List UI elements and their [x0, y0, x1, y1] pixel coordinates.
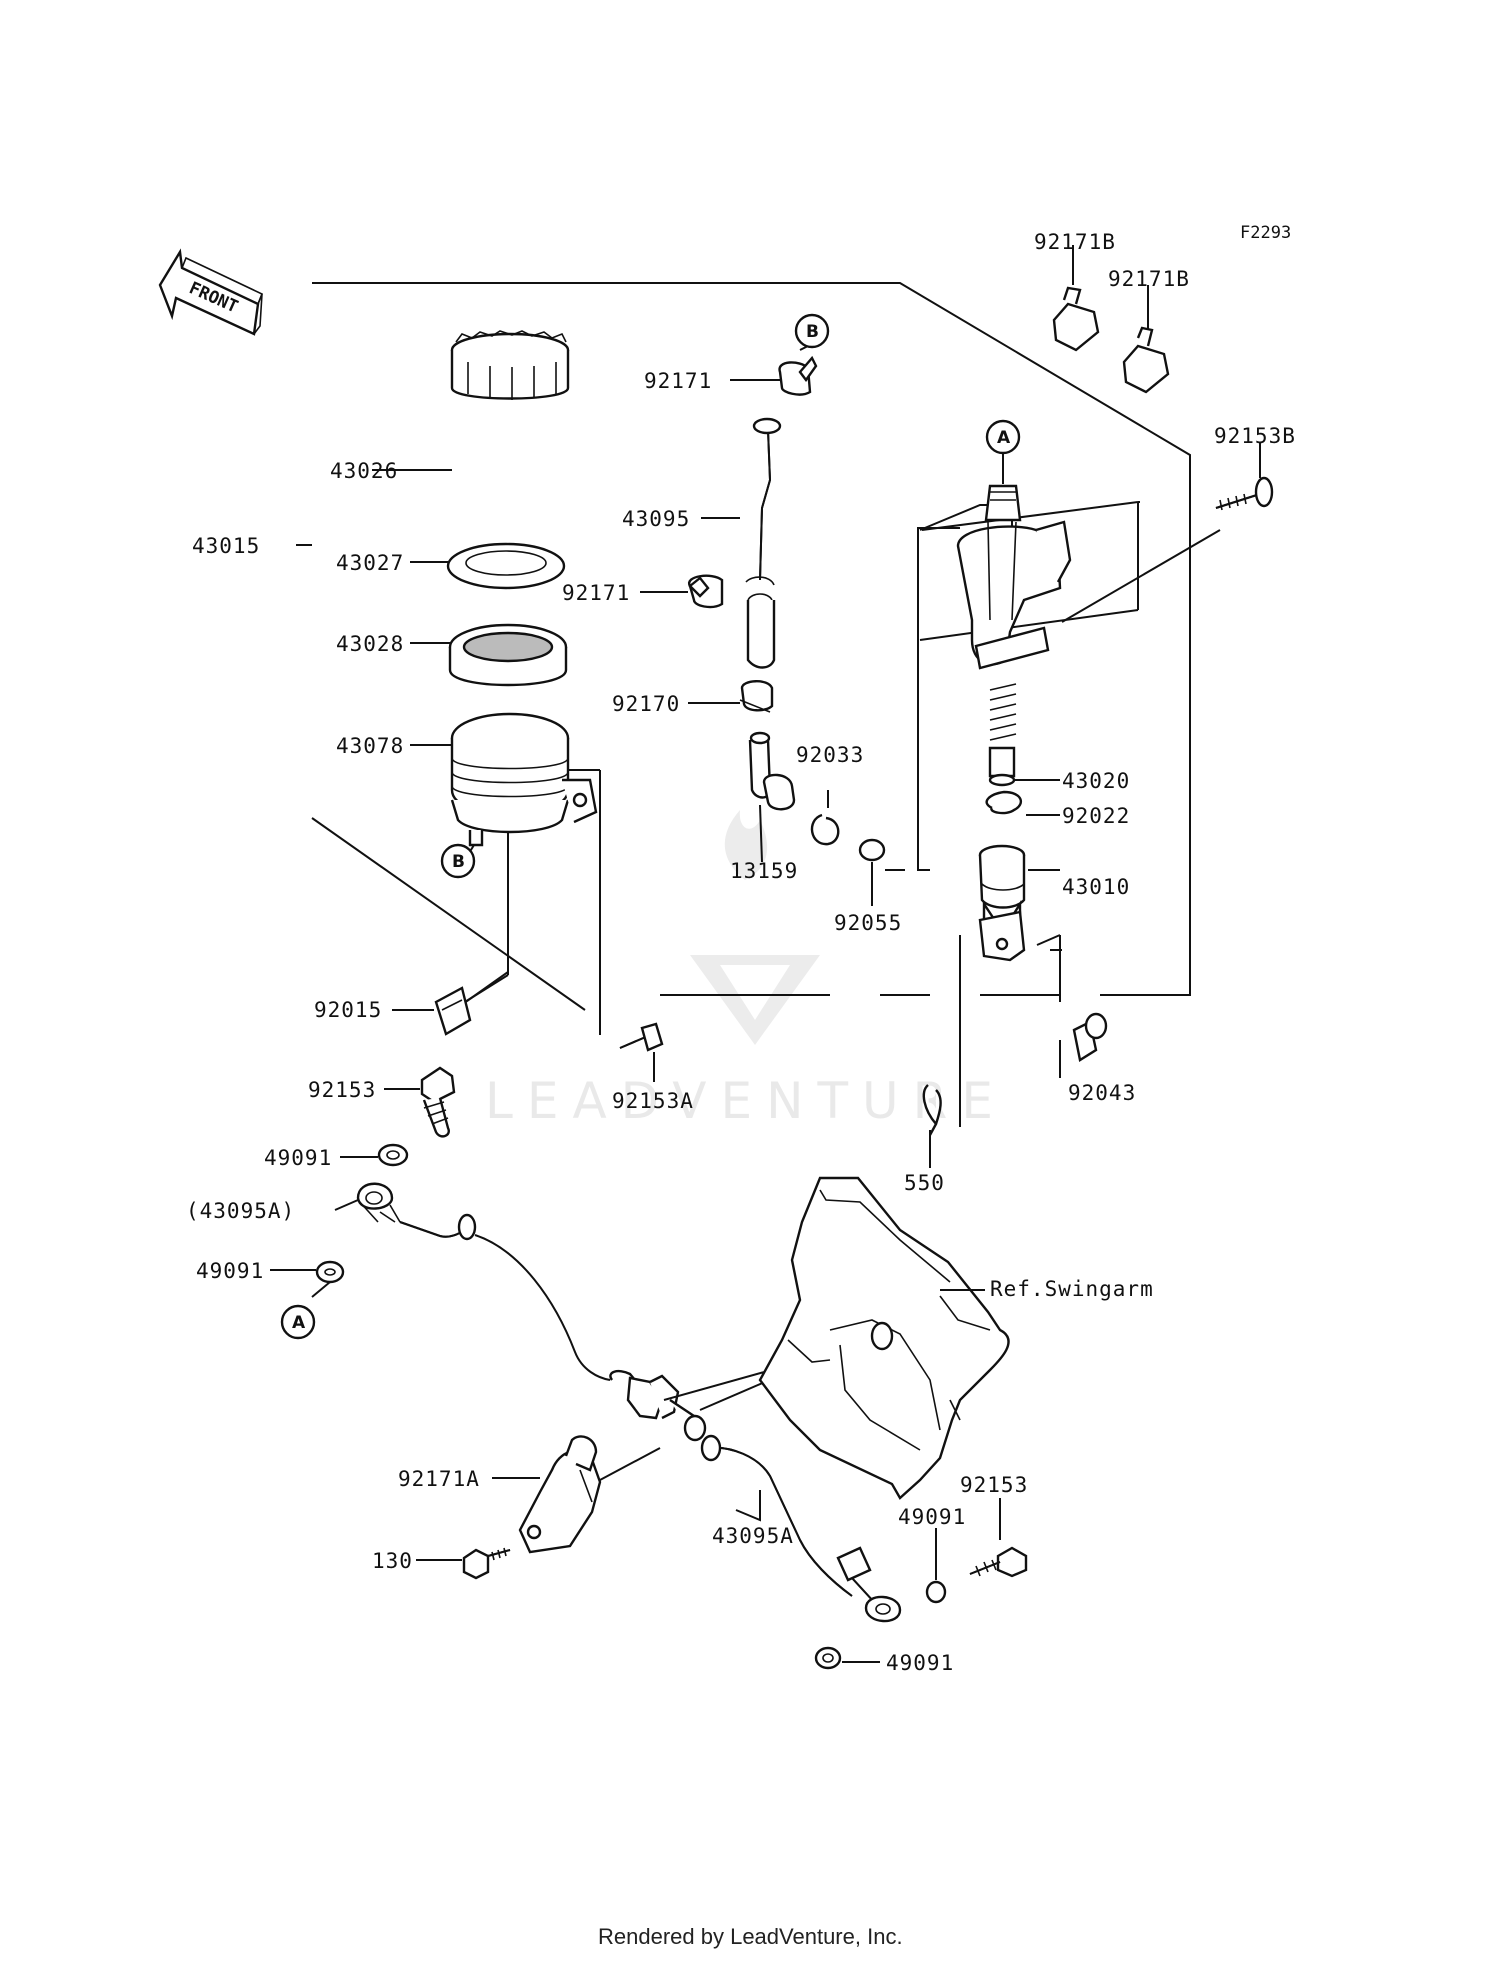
circlip-92033 [810, 813, 840, 846]
label-130: 130 [372, 1549, 413, 1573]
label-49091-2: 49091 [196, 1259, 264, 1283]
clamp-92171-mid [688, 574, 724, 609]
label-43015: 43015 [192, 534, 260, 558]
label-43078: 43078 [336, 734, 404, 758]
callout-b-reservoir: B [440, 843, 476, 879]
footer-credit: Rendered by LeadVenture, Inc. [598, 1924, 903, 1949]
label-43095a: 43095A [712, 1524, 794, 1548]
bolt-92153a [619, 1022, 664, 1052]
label-92055: 92055 [834, 911, 902, 935]
front-arrow-icon: FRONT [158, 248, 264, 336]
label-550: 550 [904, 1171, 945, 1195]
label-43010: 43010 [1062, 875, 1130, 899]
bolt-92153-left [420, 1066, 456, 1138]
piston-43010 [978, 844, 1026, 962]
hose-43095 [745, 417, 782, 669]
bolt-130 [462, 1547, 511, 1580]
callout-b-hose: B [794, 313, 830, 351]
cap-43026 [450, 330, 570, 400]
label-92022: 92022 [1062, 804, 1130, 828]
clamp-92171b-1 [1052, 286, 1100, 352]
callout-a-cylinder: A [985, 419, 1021, 455]
label-49091-1: 49091 [264, 1146, 332, 1170]
label-92170: 92170 [612, 692, 680, 716]
pin-92043 [1072, 1012, 1108, 1062]
bolt-92153-right [969, 1546, 1028, 1578]
clamp-92171b-2 [1122, 326, 1170, 394]
label-43027: 43027 [336, 551, 404, 575]
label-92015: 92015 [314, 998, 382, 1022]
assembly-outline [311, 282, 1191, 1011]
master-cylinder-body [956, 484, 1072, 670]
label-92171-top: 92171 [644, 369, 712, 393]
bracket-92015 [434, 986, 472, 1036]
label-43095a-paren: (43095A) [186, 1199, 295, 1223]
label-13159: 13159 [730, 859, 798, 883]
svg-text:A: A [292, 1313, 306, 1333]
swingarm-reference [758, 1176, 1010, 1500]
svg-text:B: B [806, 322, 819, 342]
label-43026: 43026 [330, 459, 398, 483]
label-92171a: 92171A [398, 1467, 480, 1491]
washer-49091-4 [814, 1646, 842, 1670]
bolt-92153b [1215, 476, 1274, 511]
svg-text:A: A [997, 428, 1011, 448]
clamp-92170 [739, 680, 774, 713]
label-43020: 43020 [1062, 769, 1130, 793]
label-92033: 92033 [796, 743, 864, 767]
label-92153-right: 92153 [960, 1473, 1028, 1497]
bracket-92171a [518, 1435, 602, 1554]
svg-text:B: B [452, 852, 465, 872]
watermark-text: LEADVENTURE [485, 1072, 1007, 1130]
washer-49091-1 [377, 1143, 409, 1167]
label-92153a: 92153A [612, 1089, 694, 1113]
fitting-13159 [748, 731, 796, 811]
label-92153b: 92153B [1214, 424, 1296, 448]
label-49091-4: 49091 [886, 1651, 954, 1675]
oring-92055 [858, 838, 886, 862]
label-92043: 92043 [1068, 1081, 1136, 1105]
label-ref-swingarm: Ref.Swingarm [990, 1277, 1154, 1301]
diaphragm-43028 [448, 623, 568, 687]
brake-hose-43095a [399, 1213, 902, 1623]
label-49091-3: 49091 [898, 1505, 966, 1529]
spring-43020 [988, 683, 1017, 787]
figure-code: F2293 [1240, 223, 1291, 243]
label-92171b-1: 92171B [1034, 230, 1116, 254]
label-92153-left: 92153 [308, 1078, 376, 1102]
washer-49091-3 [925, 1580, 947, 1604]
circlip-92022 [985, 790, 1023, 815]
banjo-fitting-43095a [356, 1182, 401, 1223]
cotter-pin-550 [922, 1084, 942, 1136]
label-92171-mid: 92171 [562, 581, 630, 605]
clamp-92171-top [778, 355, 818, 396]
label-92171b-2: 92171B [1108, 267, 1190, 291]
callout-a-lower: A [280, 1304, 316, 1340]
reservoir-43078 [450, 712, 598, 847]
washer-49091-2 [315, 1260, 345, 1284]
label-43028: 43028 [336, 632, 404, 656]
label-43095: 43095 [622, 507, 690, 531]
diaphragm-plate-43027 [446, 542, 566, 590]
watermark: LEADVENTURE [485, 810, 1007, 1130]
